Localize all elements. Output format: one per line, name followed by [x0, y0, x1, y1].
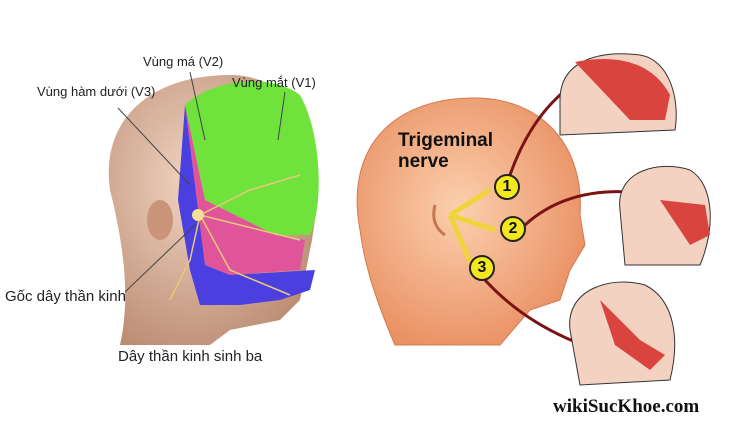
branch-marker-3: 3 [469, 255, 495, 281]
small-head-v1 [559, 53, 677, 136]
label-v1: Vùng mắt (V1) [232, 75, 316, 90]
region-v3 [178, 105, 315, 305]
watermark: wikiSucKhoe.com [553, 396, 700, 417]
trigeminal-title: Trigeminal nerve [398, 130, 494, 172]
branch-marker-1: 1 [494, 174, 520, 200]
branch-marker-2: 2 [500, 216, 526, 242]
right-head [356, 53, 711, 386]
label-v3: Vùng hàm dưới (V3) [37, 84, 156, 99]
caption: Dây thần kinh sinh ba [118, 348, 263, 365]
region-v1 [185, 81, 319, 236]
label-nerve-root: Gốc dây thần kinh [5, 288, 126, 305]
region-v2 [185, 105, 305, 275]
small-head-v2 [619, 165, 711, 266]
left-head [108, 71, 319, 345]
small-head-v3 [569, 281, 676, 386]
label-v2: Vùng má (V2) [143, 54, 224, 69]
